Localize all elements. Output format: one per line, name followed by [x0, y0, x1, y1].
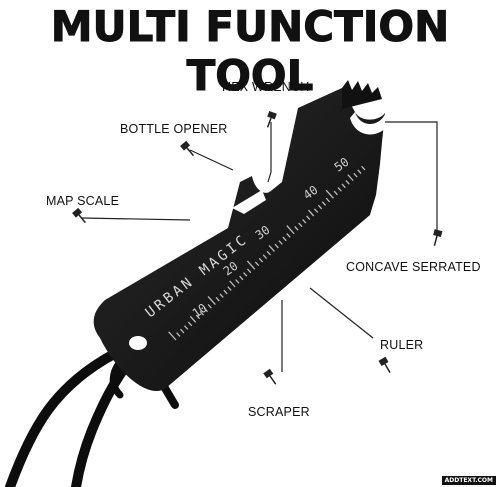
ruler-tick — [258, 257, 264, 263]
ruler-tick — [187, 321, 193, 327]
ruler-tick — [353, 172, 358, 178]
ruler-tick — [286, 233, 291, 238]
ruler-tick — [262, 254, 268, 259]
ruler-tick — [333, 190, 338, 196]
ruler-tick — [223, 289, 228, 295]
ruler-number: 50 — [332, 155, 352, 175]
ruler-tick — [168, 331, 177, 341]
ruler-tick — [341, 183, 346, 189]
ruler-tick — [294, 226, 299, 231]
ruler-tick — [321, 201, 327, 206]
ruler-tick — [203, 307, 208, 313]
ruler-tick — [282, 236, 287, 242]
ruler-tick — [176, 332, 181, 337]
ruler-tick — [268, 245, 275, 252]
pushpin-icon — [180, 140, 195, 157]
serration-marks — [342, 80, 382, 109]
label-bottle-opener: BOTTLE OPENER — [120, 122, 228, 136]
ruler-number: 40 — [301, 183, 321, 203]
leader-lines — [81, 121, 438, 372]
ruler-tick — [246, 260, 256, 270]
ruler-tick — [361, 165, 366, 171]
ruler-tick — [195, 314, 201, 320]
ruler-tick — [357, 169, 362, 174]
ruler-tick — [246, 268, 252, 274]
ruler-tick — [286, 225, 295, 235]
ruler-tick — [239, 275, 244, 281]
ruler-tick — [274, 243, 279, 249]
label-concave-serrated: CONCAVE SERRATED — [346, 260, 481, 274]
ruler-number: 10 — [190, 301, 210, 321]
pushpin-icon — [433, 229, 443, 246]
ruler-tick — [302, 218, 307, 224]
ruler-tick — [235, 279, 240, 284]
label-scraper: SCRAPER — [248, 405, 310, 419]
ruler-tick — [317, 204, 323, 210]
ruler-tick — [183, 325, 189, 330]
ruler-tick — [227, 286, 232, 291]
ruler-tick — [266, 250, 271, 256]
ruler-tick — [278, 240, 283, 245]
ruler-tick — [207, 303, 212, 309]
ruler-tick — [337, 187, 342, 192]
pushpin-icon — [378, 356, 391, 374]
ruler-tick — [313, 208, 319, 213]
ruler-tick — [325, 189, 334, 199]
label-hex-wrench: HEX WRENCH — [222, 80, 310, 94]
ruler-tick — [229, 280, 236, 288]
label-map-scale: MAP SCALE — [46, 194, 120, 208]
ruler-numbers: 10 20 30 40 50 — [190, 155, 352, 321]
ruler-number: 20 — [221, 259, 241, 279]
ruler-tick — [307, 209, 315, 217]
ruler-tick — [243, 272, 248, 277]
pushpin-icon — [263, 368, 277, 385]
ruler-tick — [219, 293, 224, 298]
ruler-tick — [347, 174, 354, 182]
page-title: MULTI FUNCTION TOOL — [50, 2, 450, 101]
tool-body — [93, 88, 385, 392]
label-ruler: RULER — [380, 338, 424, 352]
bottle-opener-hole — [232, 190, 266, 214]
ruler-tick — [189, 315, 197, 323]
ruler-tick — [199, 311, 205, 316]
ruler-number: 30 — [253, 223, 273, 243]
ruler-tick — [306, 215, 311, 221]
lanyard-hole — [129, 336, 147, 350]
concave-notch — [350, 112, 392, 135]
ruler-tick — [298, 222, 303, 228]
watermark: ADDTEXT.COM — [441, 476, 496, 485]
ruler-tick — [345, 180, 350, 185]
ruler-tick — [254, 261, 260, 267]
pushpin-icon — [72, 207, 87, 224]
ruler-tick — [215, 296, 220, 302]
ruler-tick — [180, 328, 185, 334]
pushpin-icon — [266, 110, 277, 128]
ruler-ticks — [168, 165, 366, 341]
ruler-tick — [207, 295, 216, 306]
ruler-tick — [325, 197, 331, 203]
